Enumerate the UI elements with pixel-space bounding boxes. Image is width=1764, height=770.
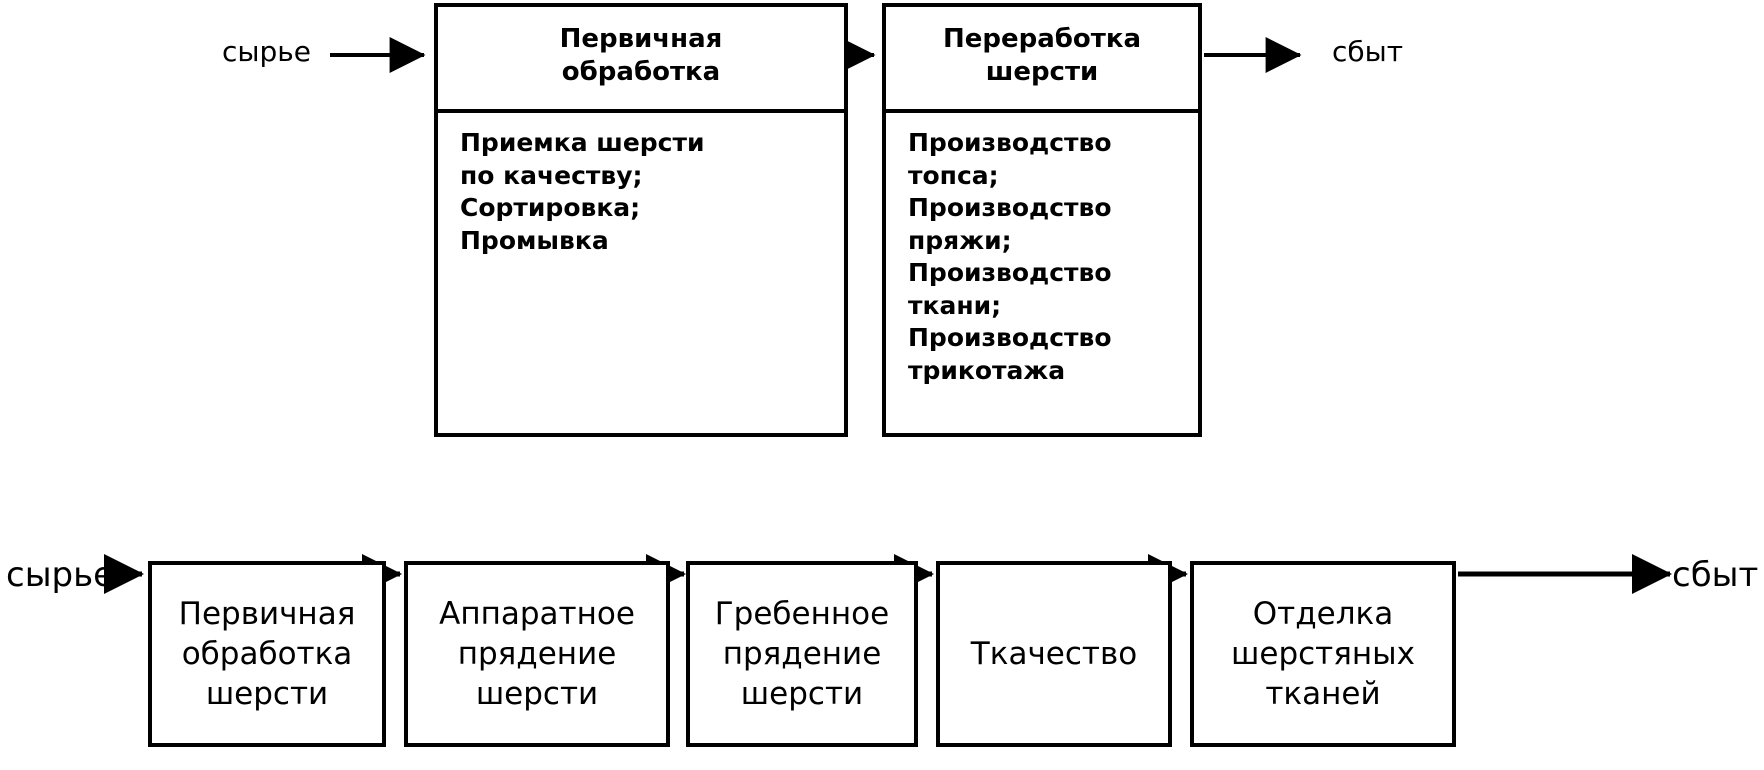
top-box-1-header-line-2: обработка bbox=[561, 57, 721, 87]
top-box-1-body: Приемка шерсти по качеству; Сортировка; … bbox=[436, 113, 844, 433]
bottom-stage-box-weaving[interactable]: Ткачество bbox=[936, 561, 1172, 747]
top-box-2-header-line-2: шерсти bbox=[985, 57, 1099, 87]
top-stage-box-wool-processing[interactable]: Переработка шерсти Производство топса; П… bbox=[882, 3, 1202, 437]
top-stage-box-primary-processing[interactable]: Первичная обработка Приемка шерсти по ка… bbox=[434, 3, 848, 437]
top-box-1-header-line-1: Первичная bbox=[559, 23, 723, 54]
top-box-1-header: Первичная обработка bbox=[438, 7, 844, 113]
top-box-2-body: Производство топса; Производство пряжи; … bbox=[884, 113, 1198, 433]
bottom-stage-box-primary-wool-processing[interactable]: Первичная обработка шерсти bbox=[148, 561, 386, 747]
bottom-output-label: сбыт bbox=[1672, 555, 1759, 595]
bottom-stage-box-wool-fabric-finishing[interactable]: Отделка шерстяных тканей bbox=[1190, 561, 1456, 747]
bottom-input-label: сырье bbox=[6, 555, 115, 595]
top-box-2-header: Переработка шерсти bbox=[886, 7, 1198, 113]
top-box-2-header-line-1: Переработка bbox=[942, 23, 1142, 54]
bottom-stage-box-woolen-spinning[interactable]: Аппаратное прядение шерсти bbox=[404, 561, 670, 747]
top-output-label: сбыт bbox=[1332, 35, 1404, 68]
top-input-label: сырье bbox=[222, 35, 312, 68]
bottom-stage-box-worsted-spinning[interactable]: Гребенное прядение шерсти bbox=[686, 561, 918, 747]
